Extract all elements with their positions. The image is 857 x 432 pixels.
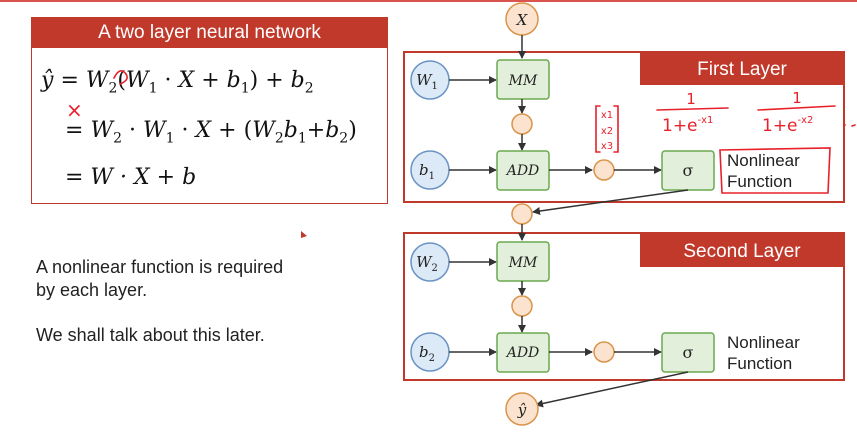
mm-node-layer1 [496,59,550,100]
add-label-layer1: ADD [505,163,540,179]
second-layer-banner [640,233,844,267]
intermediate-node-layer2 [511,295,533,317]
close-paren: ) [348,118,357,143]
second-layer-title: Second Layer [683,241,801,262]
equation-line-2: = W2 · W1 · X + (W2b1+b2) [65,118,357,146]
dot-operator: · [121,118,143,143]
w2-subscript: 2 [274,130,284,147]
equation-panel: A two layer neural network ŷ = W2(W1 · X… [31,17,388,204]
w2-symbol: W [85,68,109,93]
preactivation-node-layer2 [593,341,615,363]
first-layer-frame [403,51,845,203]
note-line-3: We shall talk about this later. [36,325,265,345]
arrow-layer1-output [532,189,689,215]
fraction-2-numerator: 1 [792,89,802,107]
nonlinear-label-layer2-line2: Function [727,354,792,373]
handwritten-annotations [113,70,856,194]
w1-subscript: 1 [165,130,175,147]
w1-node-label: W1 [416,71,438,92]
output-yhat-label: ŷ [517,401,527,419]
mm-label-layer1: MM [508,73,538,89]
plus-operator: + [306,118,326,143]
plus-operator: + [194,68,227,93]
b1-subscript: 1 [240,80,250,97]
dot-operator: · [174,118,196,143]
open-paren: ( [243,118,253,143]
w1-symbol: W [126,68,149,93]
note-line-2: by each layer. [36,280,148,300]
y-hat: ŷ [41,68,54,93]
ink-dash [851,124,856,127]
b2-node-label: b2 [419,343,435,364]
vector-left-bracket [595,105,601,153]
cross-mark: × [66,98,83,122]
b1-symbol: b [226,68,241,93]
add-label-layer2: ADD [505,345,540,361]
b1-symbol: b [283,118,298,143]
w2-subscript: 2 [108,80,118,97]
b2-subscript: 2 [304,80,314,97]
open-paren: ( [117,68,127,93]
fraction-bar-1 [656,107,729,111]
output-yhat-node [505,392,539,426]
top-accent-line [0,0,857,2]
equals-sign: = [60,68,79,93]
w2-subscript: 2 [113,130,122,147]
fraction-bar-2 [757,105,836,111]
note-line-1: A nonlinear function is required [36,257,284,277]
close-paren: ) [249,68,259,93]
mm-label-layer2: MM [508,255,538,271]
first-layer-banner [640,52,844,85]
mm-node-layer2 [496,241,550,282]
equation-panel-title: A two layer neural network [32,18,387,48]
nonlinear-label-layer2-line1: Nonlinear [727,333,800,352]
b2-symbol: b [325,118,340,143]
sigma-label-layer2: σ [683,343,694,362]
fraction-1-numerator: 1 [686,90,696,108]
w1-symbol: W [142,118,166,143]
vector-entry-3: x3 [601,141,613,152]
nonlinear-label-layer1-line2: Function [727,172,792,191]
w2-symbol: W [90,118,114,143]
vector-entry-1: x1 [601,110,613,121]
preactivation-node-layer1 [593,159,615,181]
w1-subscript: 1 [148,80,158,97]
x-symbol: X [178,68,195,93]
equals-sign: = [65,118,84,143]
vector-right-bracket [613,105,619,153]
plus-operator: + [211,118,244,143]
pointer-cursor-icon [301,231,307,238]
nonlinear-highlight-box [719,147,831,194]
ink-dot [843,123,846,126]
intermediate-node-layer1 [511,113,533,135]
equation-line-1: ŷ = W2(W1 · X + b1) + b2 [41,68,314,96]
vector-entry-2: x2 [601,126,613,137]
second-layer-frame [403,232,845,381]
dot-operator: · [157,68,179,93]
w2-symbol: W [252,118,275,143]
fraction-1-denominator: 1+e-x1 [662,115,713,136]
x-symbol: X [195,118,212,143]
arrow-layer2-output [535,371,689,408]
sigma-label-layer1: σ [683,161,694,180]
first-layer-title: First Layer [697,59,787,80]
equation-line-3: = W · X + b [65,165,197,190]
b1-node-label: b1 [419,161,435,182]
plus-operator: + [258,68,291,93]
b1-node [410,150,450,190]
w2-node-label: W2 [416,253,438,274]
hidden-output-node [511,203,533,225]
b2-node [410,332,450,372]
b1-subscript: 1 [297,130,307,147]
strike-squiggle [113,70,128,85]
fraction-2-denominator: 1+e-x2 [762,115,813,136]
b2-symbol: b [290,68,305,93]
input-x-label: X [516,11,529,29]
nonlinear-label-layer1-line1: Nonlinear [727,151,800,170]
b2-subscript: 2 [339,130,349,147]
